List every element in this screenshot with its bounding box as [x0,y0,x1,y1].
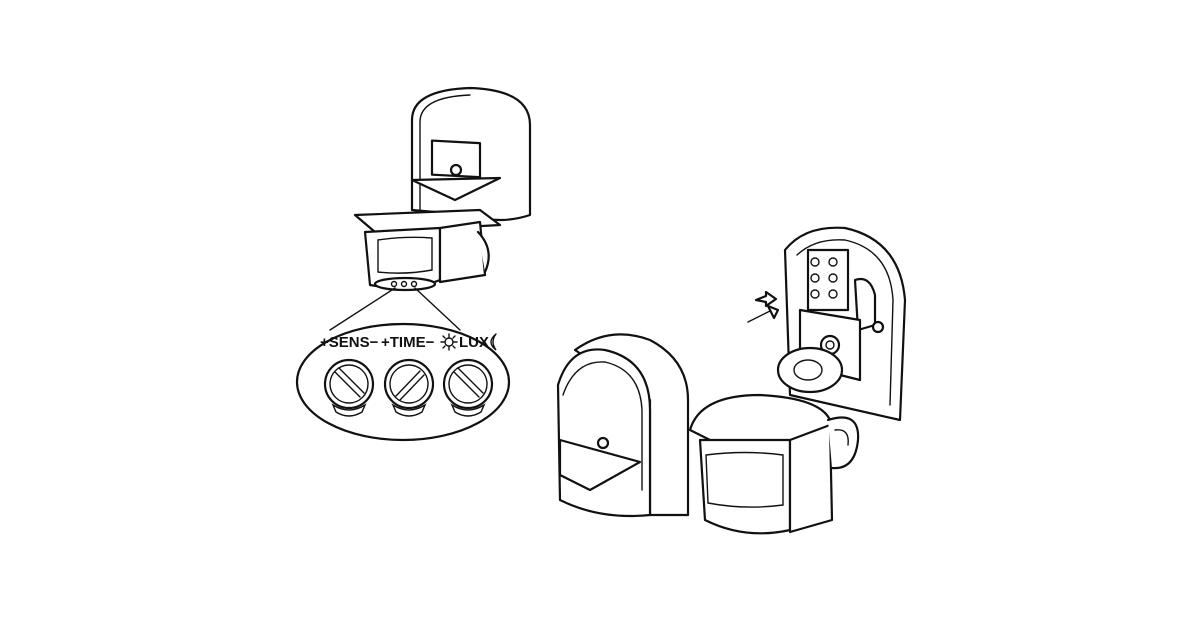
screw [747,304,780,323]
sun-icon [440,333,458,351]
time-label: +TIME− [381,334,435,351]
base-plate [776,226,907,422]
front-cover [556,333,690,518]
sens-label: +SENS− [320,334,379,351]
control-dials-callout: +SENS− +TIME− LUX [295,287,511,442]
sens-dial [323,358,375,417]
sensor-head [688,393,860,535]
lux-label: LUX [459,334,489,351]
assembled-sensor [353,86,532,292]
lux-dial [442,358,494,417]
moon-icon [490,333,497,351]
time-dial [383,358,435,417]
insert-arrow-icon [754,290,778,308]
terminal-block [806,248,850,312]
